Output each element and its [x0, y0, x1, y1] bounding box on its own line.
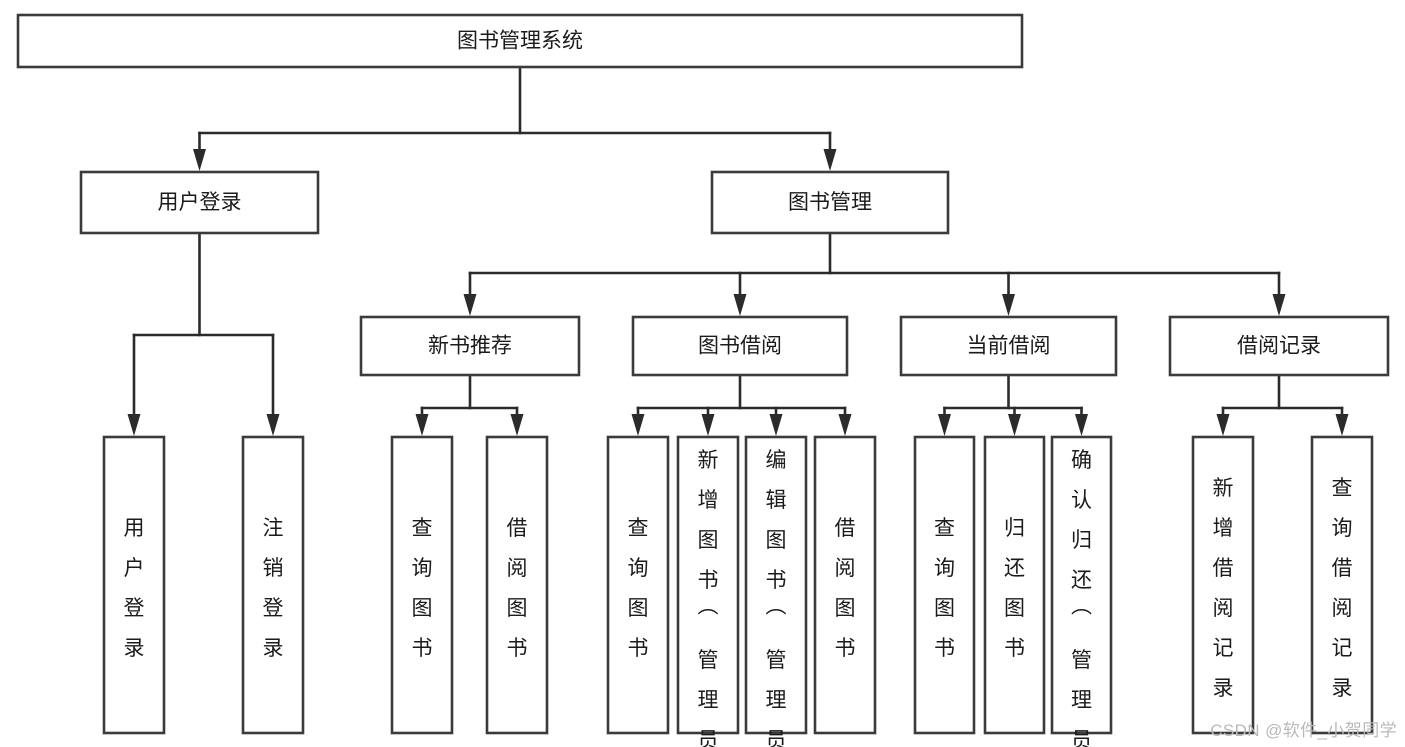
- node-label: 借阅图书: [835, 517, 856, 660]
- arrow-head-icon: [1335, 414, 1349, 436]
- tree-node-root[interactable]: 图书管理系统: [16, 13, 1024, 69]
- node-label: 图书管理: [788, 191, 872, 214]
- node-box: [710, 170, 950, 235]
- node-label: 当前借阅: [967, 335, 1051, 358]
- arrow-head-icon: [463, 294, 477, 316]
- node-label: 查询图书: [628, 517, 649, 660]
- tree-node-leaf-query-book-2[interactable]: 查询图书: [606, 435, 670, 735]
- node-box: [390, 435, 454, 735]
- arrow-head-icon: [193, 149, 206, 171]
- tree-node-leaf-edit-book[interactable]: 编辑图书⌒管理员⌄: [744, 435, 808, 747]
- arrow-head-icon: [631, 414, 645, 436]
- arrow-head-icon: [1216, 414, 1230, 436]
- node-label: 借阅图书: [507, 517, 528, 660]
- node-label: 归还图书: [1004, 517, 1025, 660]
- tree-node-leaf-add-record[interactable]: 新增借阅记录: [1191, 435, 1255, 735]
- node-label: 确认归还⌒管理员⌄: [1071, 449, 1092, 747]
- arrow-head-icon: [510, 414, 524, 436]
- tree-node-leaf-query-book-3[interactable]: 查询图书: [913, 435, 976, 735]
- node-label: 查询图书: [412, 517, 433, 660]
- node-label: 查询图书: [934, 517, 955, 660]
- node-box: [1050, 435, 1113, 735]
- arrow-head-icon: [1272, 294, 1286, 316]
- node-box: [744, 435, 808, 735]
- node-label: 用户登录: [124, 517, 145, 660]
- tree-node-leaf-query-book-1[interactable]: 查询图书: [390, 435, 454, 735]
- node-label: 新增图书⌒管理员⌄: [698, 449, 719, 747]
- node-label: 图书借阅: [698, 335, 782, 358]
- node-label: 借阅记录: [1237, 335, 1321, 358]
- tree-node-new-book-rec[interactable]: 新书推荐: [359, 315, 581, 377]
- node-box: [1310, 435, 1374, 735]
- node-label: 新增借阅记录: [1213, 477, 1234, 700]
- node-box: [676, 435, 740, 735]
- watermark-text: CSDN @软件_小贺同学: [1210, 721, 1397, 740]
- connector-layer: [127, 65, 1349, 436]
- node-label: 新书推荐: [428, 335, 512, 358]
- arrow-head-icon: [1008, 414, 1021, 436]
- node-box: [983, 435, 1046, 735]
- node-box: [606, 435, 670, 735]
- node-label: 图书管理系统: [457, 30, 583, 53]
- tree-node-leaf-logout[interactable]: 注销登录: [241, 435, 305, 735]
- arrow-head-icon: [733, 294, 747, 316]
- node-box: [899, 315, 1118, 377]
- arrow-head-icon: [1075, 414, 1088, 436]
- arrow-head-icon: [266, 414, 280, 436]
- tree-node-leaf-borrow-book-2[interactable]: 借阅图书: [813, 435, 877, 735]
- node-box: [79, 170, 320, 235]
- node-box: [913, 435, 976, 735]
- node-box: [359, 315, 581, 377]
- node-layer: 图书管理系统用户登录图书管理新书推荐图书借阅当前借阅借阅记录用户登录注销登录查询…: [16, 13, 1390, 747]
- tree-node-leaf-add-book[interactable]: 新增图书⌒管理员⌄: [676, 435, 740, 747]
- node-box: [485, 435, 549, 735]
- arrow-head-icon: [823, 149, 837, 171]
- node-label: 用户登录: [158, 191, 242, 214]
- arrow-head-icon: [1002, 294, 1015, 316]
- node-box: [16, 13, 1024, 69]
- tree-node-book-mgmt[interactable]: 图书管理: [710, 170, 950, 235]
- arrow-head-icon: [415, 414, 429, 436]
- arrow-head-icon: [701, 414, 715, 436]
- tree-node-leaf-borrow-book-1[interactable]: 借阅图书: [485, 435, 549, 735]
- arrow-head-icon: [127, 414, 141, 436]
- node-label: 查询借阅记录: [1332, 477, 1353, 700]
- node-box: [102, 435, 166, 735]
- tree-node-book-borrow[interactable]: 图书借阅: [631, 315, 849, 377]
- arrow-head-icon: [938, 414, 951, 436]
- node-label: 编辑图书⌒管理员⌄: [766, 449, 787, 747]
- node-box: [631, 315, 849, 377]
- tree-node-leaf-confirm-return[interactable]: 确认归还⌒管理员⌄: [1050, 435, 1113, 747]
- tree-node-current-borrow[interactable]: 当前借阅: [899, 315, 1118, 377]
- node-box: [1191, 435, 1255, 735]
- arrow-head-icon: [838, 414, 852, 436]
- tree-node-leaf-query-record[interactable]: 查询借阅记录: [1310, 435, 1374, 735]
- tree-node-borrow-record[interactable]: 借阅记录: [1168, 315, 1390, 377]
- tree-node-leaf-user-login[interactable]: 用户登录: [102, 435, 166, 735]
- node-label: 注销登录: [263, 517, 284, 660]
- node-box: [1168, 315, 1390, 377]
- tree-node-leaf-return-book[interactable]: 归还图书: [983, 435, 1046, 735]
- tree-node-user-login[interactable]: 用户登录: [79, 170, 320, 235]
- arrow-head-icon: [769, 414, 783, 436]
- node-box: [241, 435, 305, 735]
- node-box: [813, 435, 877, 735]
